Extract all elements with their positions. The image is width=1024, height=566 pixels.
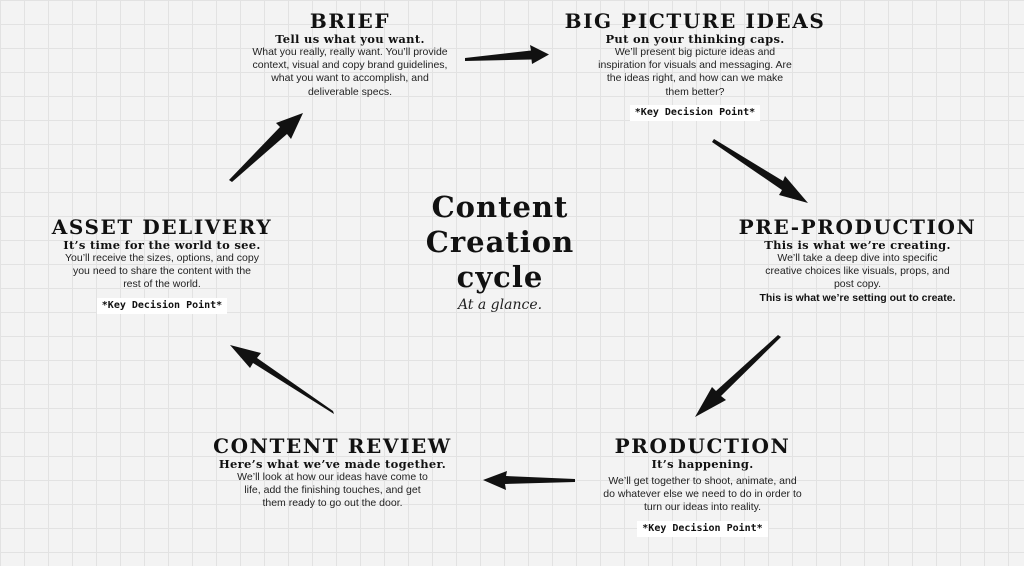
stage-brief: BRIEF Tell us what you want. What you re… (225, 10, 475, 99)
stage-asset-delivery-body-line: rest of the world. (123, 278, 201, 291)
stage-pre-production-title: PRE-PRODUCTION (738, 215, 977, 239)
stage-production-body-line: We’ll get together to shoot, animate, an… (608, 475, 797, 487)
stage-big-picture-body-line: them better? (665, 85, 725, 98)
stage-brief-body-line: What you really, really want. You’ll pro… (252, 46, 448, 58)
arrow-big-picture-to-pre-production (712, 139, 808, 203)
center-title-line: Content (431, 190, 569, 224)
center-subtitle: At a glance. (457, 297, 543, 313)
stage-production-subtitle: It’s happening. (651, 457, 754, 471)
stage-brief-body: What you really, really want. You’ll pro… (225, 46, 475, 99)
stage-content-review: CONTENT REVIEW Here’s what we’ve made to… (190, 435, 475, 511)
stage-big-picture-title: BIG PICTURE IDEAS (564, 9, 826, 33)
stage-asset-delivery-body-line: You’ll receive the sizes, options, and c… (65, 252, 259, 264)
arrow-pre-production-to-production (695, 335, 781, 417)
arrow-content-review-to-asset-delivery (230, 345, 334, 414)
stage-big-picture-body-line: the ideas right, and how can we make (606, 72, 784, 85)
center-title-block: Content Creation cycle At a glance. (395, 190, 605, 313)
stage-asset-delivery-title: ASSET DELIVERY (51, 215, 273, 239)
stage-content-review-body-line: them ready to go out the door. (262, 497, 403, 510)
stage-asset-delivery-body-line: you need to share the content with the (72, 265, 252, 278)
stage-content-review-subtitle: Here’s what we’ve made together. (218, 457, 447, 471)
stage-asset-delivery-subtitle: It’s time for the world to see. (63, 238, 261, 252)
stage-content-review-body-line: life, add the finishing touches, and get (244, 484, 421, 497)
stage-brief-body-line: what you want to accomplish, and (271, 72, 429, 85)
center-title-line: Creation (425, 225, 575, 259)
stage-brief-body-line: deliverable specs. (307, 85, 393, 98)
arrow-brief-to-big-picture (465, 45, 549, 64)
stage-content-review-title: CONTENT REVIEW (213, 434, 452, 458)
stage-asset-delivery-body: You’ll receive the sizes, options, and c… (22, 252, 302, 292)
stage-production: PRODUCTION It’s happening. We’ll get tog… (585, 435, 820, 537)
stage-production-body: We’ll get together to shoot, animate, an… (585, 475, 820, 515)
stage-production-body-line: do whatever else we need to do in order … (603, 488, 802, 501)
stage-pre-production-emphasis: This is what we’re setting out to create… (759, 291, 956, 304)
arrow-production-to-content-review (483, 471, 575, 490)
key-decision-point-badge: *Key Decision Point* (637, 520, 768, 537)
stage-content-review-body-line: We’ll look at how our ideas have come to (237, 471, 428, 483)
stage-production-body-line: turn our ideas into reality. (643, 501, 762, 514)
stage-production-title: PRODUCTION (614, 434, 791, 458)
stage-brief-subtitle: Tell us what you want. (275, 32, 425, 46)
stage-asset-delivery: ASSET DELIVERY It’s time for the world t… (22, 216, 302, 314)
key-decision-point-badge: *Key Decision Point* (96, 297, 228, 314)
stage-pre-production-body-line: creative choices like visuals, props, an… (765, 265, 950, 278)
stage-brief-title: BRIEF (309, 9, 391, 33)
stage-big-picture-ideas: BIG PICTURE IDEAS Put on your thinking c… (535, 10, 855, 121)
stage-big-picture-body: We’ll present big picture ideas and insp… (535, 46, 855, 99)
stage-pre-production: PRE-PRODUCTION This is what we’re creati… (720, 216, 995, 305)
stage-pre-production-subtitle: This is what we’re creating. (764, 238, 951, 252)
arrow-asset-delivery-to-brief (229, 113, 303, 182)
stage-pre-production-body-line: We’ll take a deep dive into specific (777, 252, 938, 264)
stage-content-review-body: We’ll look at how our ideas have come to… (190, 471, 475, 511)
stage-pre-production-body: We’ll take a deep dive into specific cre… (720, 252, 995, 292)
center-title-line: cycle (456, 260, 544, 294)
stage-pre-production-body-line: post copy. (833, 278, 882, 291)
stage-brief-body-line: context, visual and copy brand guideline… (252, 59, 448, 72)
key-decision-point-badge: *Key Decision Point* (629, 104, 761, 121)
stage-big-picture-subtitle: Put on your thinking caps. (605, 32, 785, 46)
stage-big-picture-body-line: inspiration for visuals and messaging. A… (598, 59, 792, 72)
stage-big-picture-body-line: We’ll present big picture ideas and (614, 46, 776, 58)
